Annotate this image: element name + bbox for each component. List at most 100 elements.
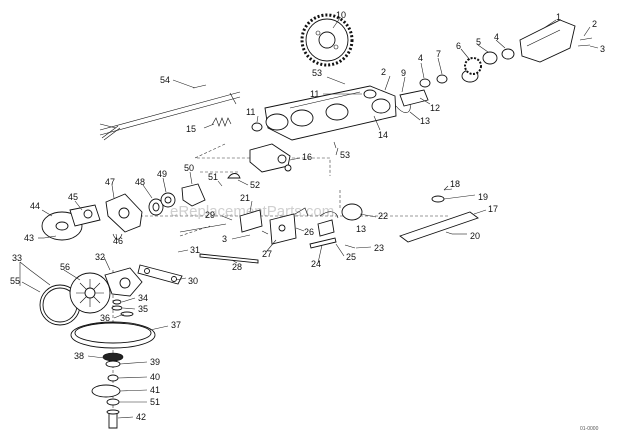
- leader-lines: [19, 17, 599, 419]
- bolt-part: [344, 244, 356, 249]
- callout-label: 36: [100, 313, 110, 323]
- callout-label: 4: [418, 53, 423, 63]
- hardware-stack: [91, 299, 134, 429]
- ring-part: [341, 203, 363, 221]
- bolt-part: [445, 231, 453, 235]
- callout-label: 56: [60, 262, 70, 272]
- callout-labels: 1 2 3 2 9 4 7 6 5 4 10 53 11 11 12 13 14…: [10, 10, 605, 422]
- mount-bracket-part: [249, 143, 292, 173]
- callout-label: 4: [494, 32, 499, 42]
- callout-label: 6: [456, 41, 461, 51]
- callout-label: 32: [95, 252, 105, 262]
- callout-label: 24: [311, 259, 321, 269]
- cover-part: [519, 19, 576, 63]
- blade-part: [399, 211, 479, 243]
- drive-bracket-part: [105, 193, 143, 233]
- callout-label: 55: [10, 276, 20, 286]
- callout-label: 41: [150, 385, 160, 395]
- clutch-assembly: [39, 267, 143, 326]
- callout-label: 15: [186, 124, 196, 134]
- bolt-part: [579, 37, 593, 41]
- callout-label: 51: [150, 397, 160, 407]
- callout-label: 23: [374, 243, 384, 253]
- callout-label: 53: [340, 150, 350, 160]
- callout-label: 48: [135, 177, 145, 187]
- rod-part: [179, 223, 227, 233]
- callout-label: 33: [12, 253, 22, 263]
- callout-label: 44: [30, 201, 40, 211]
- bearing-stack: [148, 183, 206, 216]
- callout-label: 1: [556, 12, 561, 22]
- lever-part: [239, 207, 309, 245]
- callout-label: 11: [246, 107, 255, 117]
- shaft-part: [99, 91, 241, 141]
- callout-label: 2: [381, 67, 386, 77]
- bolt-part: [43, 235, 57, 239]
- spring-part: [319, 211, 339, 219]
- callout-label: 5: [476, 37, 481, 47]
- bushing-part: [251, 122, 263, 132]
- clip-part: [317, 219, 335, 237]
- callout-label: 2: [592, 19, 597, 29]
- sprocket-part: [300, 13, 354, 67]
- callout-label: 22: [378, 211, 388, 221]
- callout-label: 17: [488, 204, 498, 214]
- callout-label: 13: [356, 224, 366, 234]
- washer-part: [431, 195, 445, 203]
- callout-label: 25: [346, 252, 356, 262]
- callout-label: 54: [160, 75, 170, 85]
- callout-label: 13: [420, 116, 430, 126]
- housing-part: [264, 85, 397, 141]
- clip-part: [227, 173, 241, 179]
- callout-label: 14: [378, 130, 388, 140]
- pin-part: [192, 84, 207, 89]
- assembly-guide-lines: [112, 143, 450, 420]
- callout-label: 31: [190, 245, 200, 255]
- callout-label: 21: [240, 193, 250, 203]
- callout-label: 29: [205, 210, 215, 220]
- callout-label: 26: [304, 227, 314, 237]
- spring-part: [211, 117, 232, 127]
- callout-label: 47: [105, 177, 115, 187]
- callout-label: 38: [74, 351, 84, 361]
- callout-label: 16: [302, 152, 312, 162]
- callout-label: 30: [188, 276, 198, 286]
- callout-label: 45: [68, 192, 78, 202]
- clip-part: [395, 103, 411, 113]
- callout-label: 53: [312, 68, 322, 78]
- callout-label: 9: [401, 68, 406, 78]
- pulley-wheel-part: [70, 321, 156, 349]
- key-part: [112, 233, 123, 240]
- callout-label: 10: [336, 10, 346, 20]
- callout-label: 40: [150, 372, 160, 382]
- bolt-part: [443, 188, 453, 191]
- callout-label: 34: [138, 293, 148, 303]
- bushing-part: [363, 89, 377, 99]
- callout-label: 52: [250, 180, 260, 190]
- callout-label: 19: [478, 192, 488, 202]
- bolt-part: [577, 44, 591, 47]
- callout-label: 28: [232, 262, 242, 272]
- washer-stack: [419, 48, 515, 88]
- callout-label: 18: [450, 179, 460, 189]
- callout-label: 37: [171, 320, 181, 330]
- bolt-part: [261, 230, 269, 235]
- callout-label: 50: [184, 163, 194, 173]
- callout-label: 3: [600, 44, 605, 54]
- callout-label: 49: [157, 169, 167, 179]
- callout-label: 35: [138, 304, 148, 314]
- callout-label: 11: [310, 89, 319, 99]
- callout-label: 51: [208, 172, 218, 182]
- callout-label: 20: [470, 231, 480, 241]
- linkage-part: [137, 264, 183, 285]
- pulley-part: [41, 204, 101, 241]
- callout-label: 7: [436, 49, 441, 59]
- callout-label: 46: [113, 236, 123, 246]
- callout-label: 12: [430, 103, 440, 113]
- bracket-part: [399, 89, 429, 107]
- callout-label: 42: [136, 412, 146, 422]
- link-part: [309, 237, 337, 249]
- drawing-code: 01-0000: [580, 426, 599, 432]
